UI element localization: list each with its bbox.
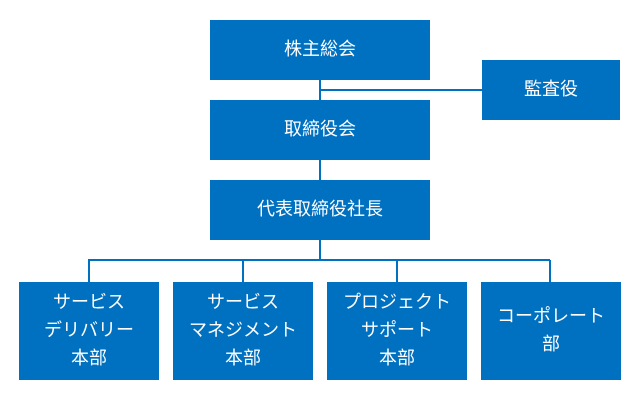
node-ceo: 代表取締役社長 <box>210 180 430 240</box>
node-shareholders-label: 株主総会 <box>284 39 356 60</box>
node-project-support-line-1: プロジェクト <box>343 292 451 313</box>
node-shareholders: 株主総会 <box>210 20 430 80</box>
node-project-support-line-2: サポート <box>361 320 433 341</box>
node-service-management-line-1: サービス <box>207 292 279 313</box>
node-service-delivery-line-2: デリバリー <box>44 320 134 341</box>
node-board: 取締役会 <box>210 100 430 160</box>
node-service-management: サービス マネジメント 本部 <box>173 282 313 380</box>
node-project-support: プロジェクト サポート 本部 <box>327 282 467 380</box>
node-corporate-line-1: コーポレート <box>497 306 605 327</box>
node-service-delivery-line-1: サービス <box>53 292 125 313</box>
node-service-delivery: サービス デリバリー 本部 <box>19 282 159 380</box>
node-service-management-line-3: 本部 <box>225 348 261 369</box>
node-corporate: コーポレート 部 <box>481 282 621 380</box>
node-project-support-line-3: 本部 <box>379 348 415 369</box>
node-ceo-label: 代表取締役社長 <box>257 199 383 220</box>
node-auditor: 監査役 <box>482 60 620 120</box>
node-service-delivery-line-3: 本部 <box>71 348 107 369</box>
node-auditor-label: 監査役 <box>524 79 578 100</box>
node-corporate-line-2: 部 <box>542 334 560 355</box>
node-service-management-line-2: マネジメント <box>189 320 297 341</box>
node-board-label: 取締役会 <box>284 119 356 140</box>
